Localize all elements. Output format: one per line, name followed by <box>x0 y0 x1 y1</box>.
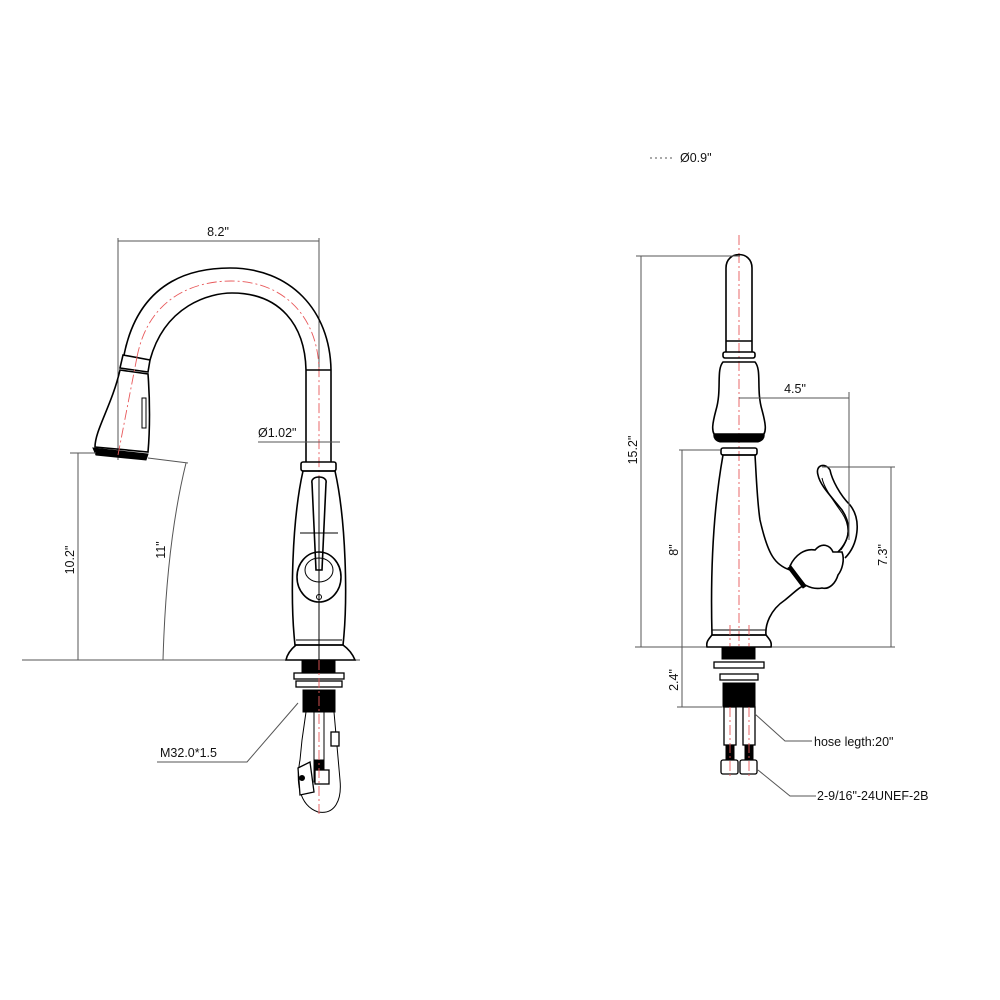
faucet-body-front <box>705 447 807 648</box>
handle-front <box>787 464 858 590</box>
spout-gooseneck <box>123 267 332 660</box>
mounting-hardware-side <box>293 659 345 815</box>
total-height-dimension: 15.2" <box>626 255 740 647</box>
hose-length-label: hose legth:20" <box>814 735 894 749</box>
body-height-label: 8" <box>667 544 681 555</box>
spout-diameter-dimension: Ø1.02" <box>258 426 340 443</box>
handle-height-label: 7.3" <box>876 544 890 566</box>
handle-offset-dimension: 4.5" <box>739 382 850 540</box>
thread-callout: M32.0*1.5 <box>157 702 299 763</box>
connector-callout: 2-9/16"-24UNEF-2B <box>757 769 928 803</box>
mounting-hardware-front <box>713 646 765 778</box>
connector-label: 2-9/16"-24UNEF-2B <box>817 789 928 803</box>
body-height-dimension: 8" <box>667 449 720 707</box>
spout-arc-label: 11" <box>154 541 168 558</box>
hose-nut-left <box>720 759 739 775</box>
spout-tube-front <box>722 253 756 359</box>
handle-height-dimension: 7.3" <box>822 466 895 647</box>
total-height-label: 15.2" <box>626 436 640 465</box>
below-deck-label: 2.4" <box>667 669 681 691</box>
handle-offset-label: 4.5" <box>784 382 806 396</box>
thread-label: M32.0*1.5 <box>160 746 217 760</box>
sprayhead-side <box>92 354 189 464</box>
lever-handle <box>311 476 327 571</box>
faucet-body-side <box>285 461 357 661</box>
sprayhead-diameter-label: Ø0.9" <box>680 151 712 165</box>
spout-diameter-label: Ø1.02" <box>258 426 297 440</box>
sprayhead-front <box>711 361 767 443</box>
front-view: Ø0.9" <box>626 151 928 803</box>
reach-dimension: 8.2" <box>117 225 320 460</box>
hose-callout: hose legth:20" <box>754 713 894 749</box>
below-deck-dimension: 2.4" <box>667 669 722 708</box>
spout-height-dimension: 10.2" <box>63 452 96 660</box>
reach-width-label: 8.2" <box>207 225 229 239</box>
side-view: 8.2" Ø1.02" 10.2" <box>22 225 360 815</box>
spout-height-label: 10.2" <box>63 546 77 575</box>
spray-button-icon <box>141 397 147 429</box>
spout-arc-dimension: 11" <box>154 462 187 661</box>
hose-nut-right <box>739 759 758 775</box>
